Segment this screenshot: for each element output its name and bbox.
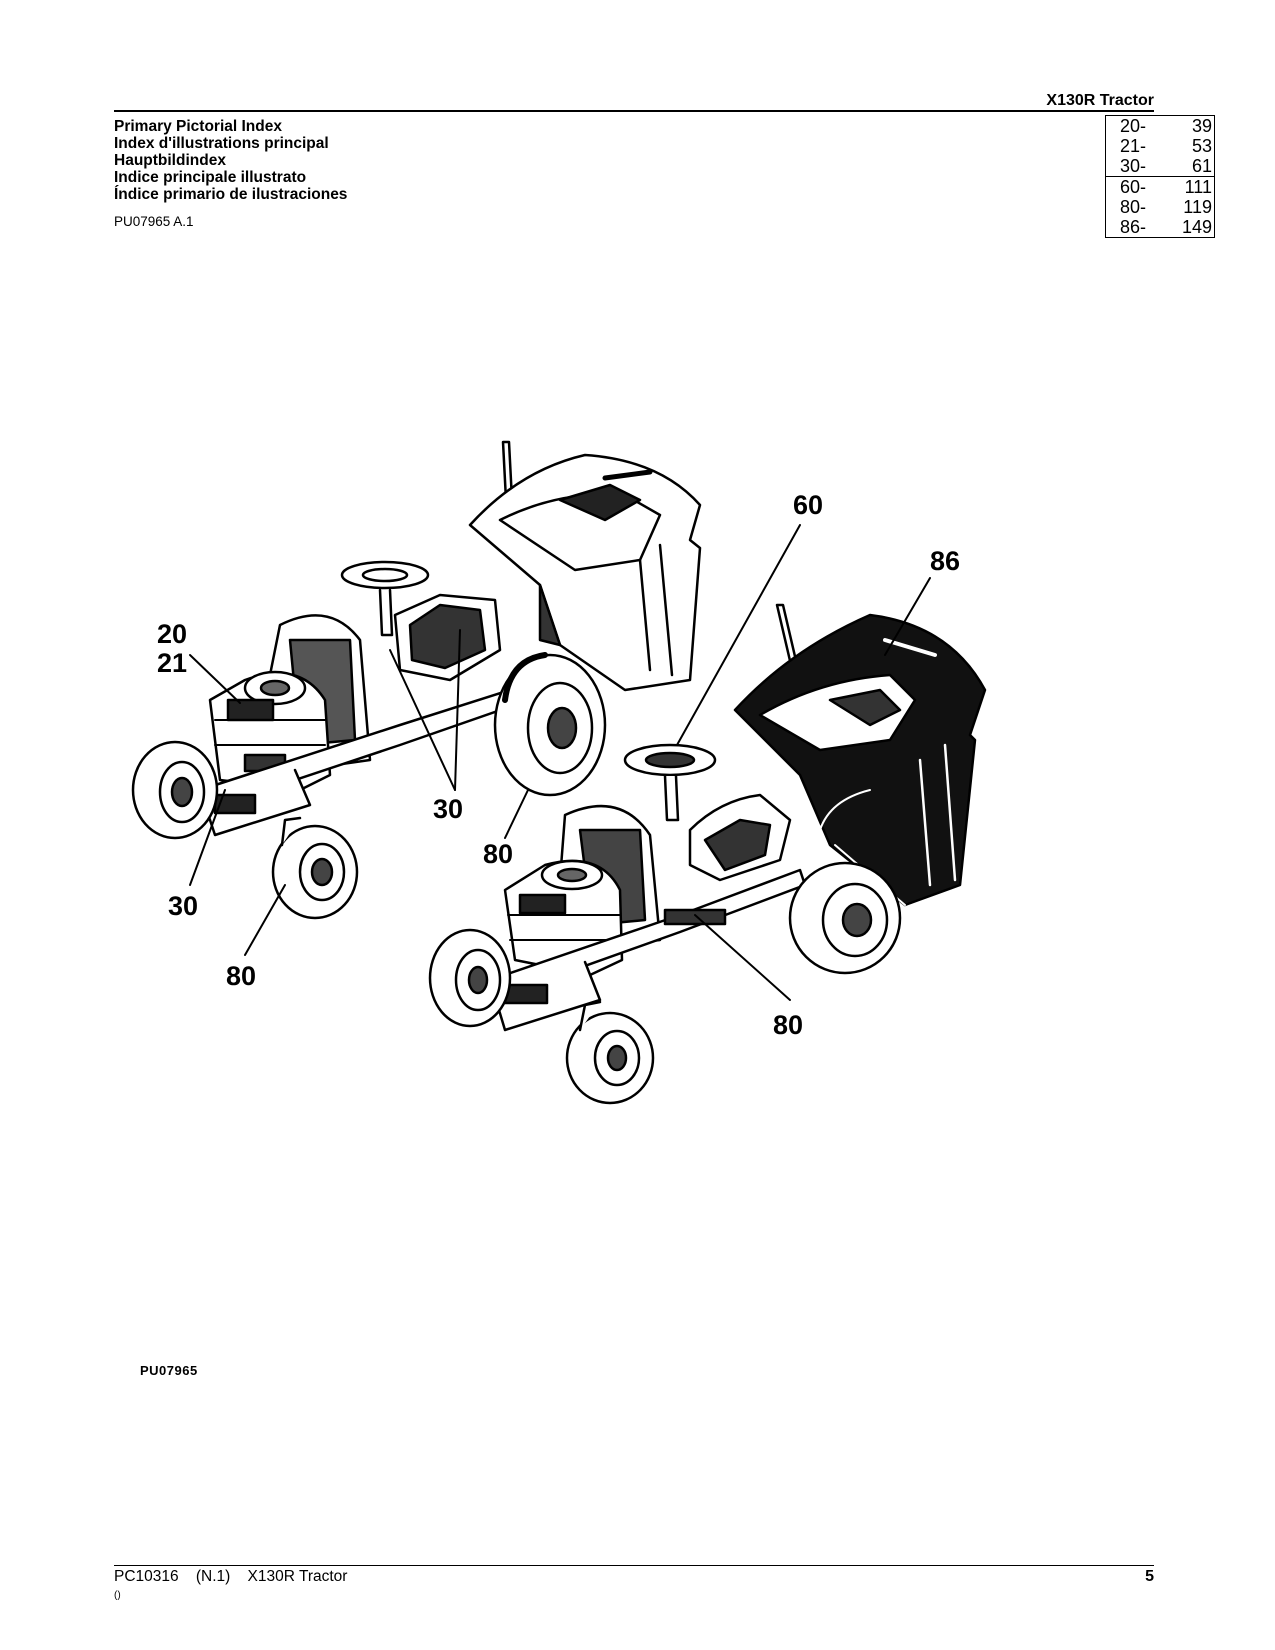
title-en: Primary Pictorial Index <box>114 118 282 135</box>
index-row[interactable]: 80- 119 <box>1106 197 1214 217</box>
page-number: 111 <box>1184 177 1212 197</box>
index-row[interactable]: 30- 61 <box>1106 156 1214 176</box>
document-id: PU07965 A.1 <box>114 214 194 229</box>
footer-rule <box>114 1565 1154 1566</box>
callout-86: 86 <box>930 546 960 576</box>
tractor-illustration: 20 21 30 30 80 80 80 60 86 <box>131 440 987 1105</box>
callout-30-lower: 30 <box>168 891 198 921</box>
page-number: 61 <box>1191 156 1212 176</box>
callout-30-upper: 30 <box>433 794 463 824</box>
callout-20: 20 <box>157 619 187 649</box>
page-number: 5 <box>1145 1568 1154 1585</box>
page-number: 53 <box>1191 136 1212 156</box>
title-it: Indice principale illustrato <box>114 169 307 186</box>
page-number: 119 <box>1183 197 1212 217</box>
header-rule <box>114 110 1154 112</box>
index-row[interactable]: 60- 111 <box>1106 177 1214 197</box>
index-titles: Primary Pictorial Index Index d'illustra… <box>114 118 347 203</box>
section-code: 86- <box>1120 217 1147 237</box>
footer-publication: PC10316 (N.1) X130R Tractor <box>114 1568 348 1585</box>
footer-note: () <box>114 1590 121 1601</box>
page-number: 149 <box>1181 217 1212 237</box>
section-code: 21- <box>1120 136 1147 156</box>
index-group: 60- 111 80- 119 86- 149 <box>1106 176 1214 237</box>
callout-leaders <box>189 524 931 1001</box>
title-de: Hauptbildindex <box>114 152 226 169</box>
title-fr: Index d'illustrations principal <box>114 135 329 152</box>
tractor-left-drawing <box>131 440 702 920</box>
section-code: 30- <box>1120 156 1147 176</box>
callout-60: 60 <box>793 490 823 520</box>
index-row[interactable]: 86- 149 <box>1106 217 1214 237</box>
section-code: 60- <box>1120 177 1147 197</box>
figure-id: PU07965 <box>140 1363 198 1378</box>
callout-80-right: 80 <box>773 1010 803 1040</box>
index-row[interactable]: 21- 53 <box>1106 136 1214 156</box>
section-index-table: 20- 39 21- 53 30- 61 60- 111 80- 119 86- 149 <box>1105 115 1215 238</box>
callout-80-mid: 80 <box>483 839 513 869</box>
index-row[interactable]: 20- 39 <box>1106 116 1214 136</box>
callout-21: 21 <box>157 648 187 678</box>
section-code: 20- <box>1120 116 1147 136</box>
index-group: 20- 39 21- 53 30- 61 <box>1106 116 1214 176</box>
page-number: 39 <box>1191 116 1212 136</box>
callout-80-left: 80 <box>226 961 256 991</box>
title-es: Índice primario de ilustraciones <box>114 186 348 203</box>
tractor-right-drawing <box>428 603 987 1105</box>
document-model-title: X130R Tractor <box>1046 92 1154 109</box>
section-code: 80- <box>1120 197 1147 217</box>
